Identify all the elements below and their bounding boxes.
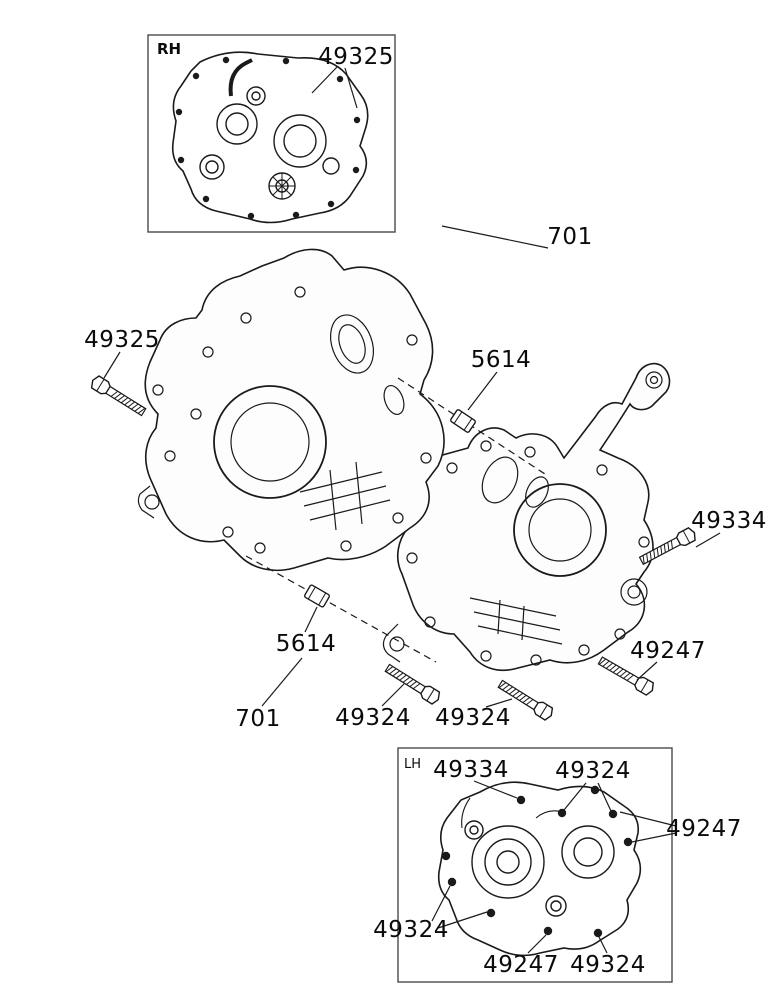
leader-lines-main [103,225,721,708]
rh-crankcase-drawing [171,51,369,224]
part-label-5614-upper: 5614 [470,347,532,373]
lh-inset-label: LH [404,757,422,772]
leader-701-lower [261,657,303,707]
dowel-pin-5614-lower [303,583,331,609]
part-label-49334-main: 49334 [691,508,766,534]
leader-49247-lh-right [619,811,677,843]
rh-inset-box [147,34,396,233]
part-label-49324-lh-left: 49324 [373,917,449,943]
leader-49334-main [695,532,721,548]
leader-49324-left [381,683,405,707]
leader-49324-lh-bottom [598,936,608,954]
lh-crankcase-drawing [431,780,677,957]
rh-inset-label: RH [157,40,182,58]
part-label-49247-main: 49247 [630,638,706,664]
main-left-crankcase [137,248,445,572]
part-label-49324-lh-bottom: 49324 [570,952,646,978]
centerline-lower [245,555,437,663]
leader-701-upper [441,225,549,249]
part-label-49325-main: 49325 [84,327,160,353]
dowel-pin-5614-upper [449,408,477,434]
leader-49324-lh-top [563,782,612,812]
part-label-49247-lh-bottom: 49247 [483,952,559,978]
part-label-49324-lh-top: 49324 [555,758,631,784]
bolt-49325 [88,373,149,419]
leader-49325-inset [311,66,358,109]
part-label-701-upper: 701 [547,224,593,250]
leader-49247-main [636,661,658,681]
part-label-49324-main-left: 49324 [335,705,411,731]
part-label-701-lower: 701 [235,706,281,732]
part-label-49324-main-right: 49324 [435,705,511,731]
bolt-49324-left [382,661,443,707]
leader-49334-lh [473,780,518,799]
part-label-49325-inset: 49325 [318,44,394,70]
main-right-crankcase [382,362,671,672]
rh-inset [147,34,396,233]
lh-inset [397,747,677,983]
lh-leader-lines [431,780,677,954]
leader-49247-lh-bottom [527,934,547,954]
leader-5614-upper [467,371,498,411]
leader-5614-lower [304,606,318,633]
part-label-49247-lh-right: 49247 [666,816,742,842]
leader-49325-main [103,351,121,379]
leader-49324-right [485,698,513,708]
part-label-5614-lower: 5614 [275,631,337,657]
rh-bolt-dots [175,56,361,220]
part-label-49334-lh: 49334 [433,757,509,783]
leader-49324-lh-left [431,885,488,929]
lh-bolt-dots [441,785,633,938]
lh-inset-box [397,747,673,983]
